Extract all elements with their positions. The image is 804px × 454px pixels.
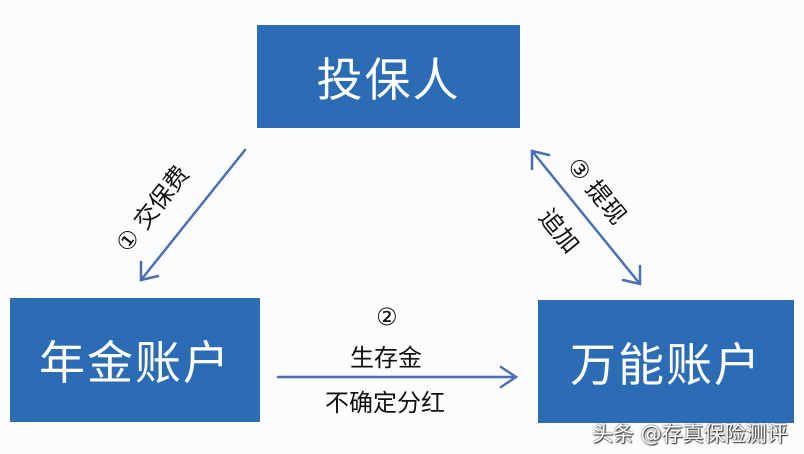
universal-account-node: 万能账户 [538,300,794,423]
withdraw-double-arrow [530,149,642,286]
survival-label: 生存金 [350,344,422,372]
universal-account-label: 万能账户 [570,337,762,392]
policyholder-node: 投保人 [257,25,520,128]
annuity-account-node: 年金账户 [10,298,260,422]
watermark: 头条 @存真保险测评 [592,422,788,446]
policyholder-label: 投保人 [316,52,461,107]
survival-step: ② [376,303,398,331]
survival-arrow [276,365,519,389]
annuity-account-label: 年金账户 [39,336,231,390]
dividend-label: 不确定分红 [325,389,445,417]
pay-premium-arrow [139,148,247,282]
